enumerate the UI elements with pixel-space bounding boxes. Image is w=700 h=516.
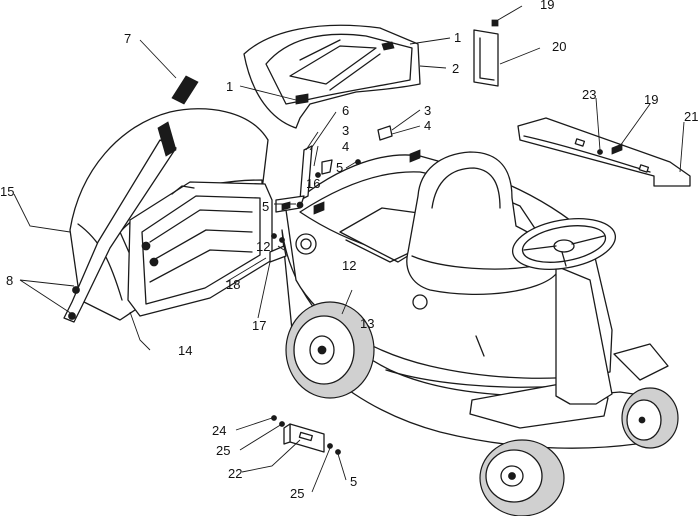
callout-2: 2: [452, 61, 459, 76]
wheel-rear-left: [479, 439, 565, 516]
callout-4: 4: [342, 139, 349, 154]
callout-3: 3: [342, 123, 349, 138]
callout-21: 21: [684, 109, 698, 124]
callout-13: 13: [360, 316, 374, 331]
bag-handle: [63, 121, 177, 323]
leader-lines: [13, 5, 685, 493]
bag-frame: [127, 181, 273, 317]
callout-8: 8: [6, 273, 13, 288]
callout-23: 23: [582, 87, 596, 102]
callout-12: 12: [342, 258, 356, 273]
callout-1: 1: [226, 79, 233, 94]
plate-20: [473, 19, 499, 87]
callout-17: 17: [252, 318, 266, 333]
callout-5: 5: [336, 160, 343, 175]
callout-25: 25: [290, 486, 304, 501]
wheel-rear-right: [621, 387, 679, 449]
bracket-right: [313, 125, 421, 215]
callout-12: 12: [256, 239, 270, 254]
callout-25: 25: [216, 443, 230, 458]
callout-labels: 1 1 2 3 3 4 4 5 5 5 6 7 8 12 12 13 14 15…: [0, 0, 698, 501]
callout-19: 19: [644, 92, 658, 107]
discharge-cover: [243, 24, 421, 129]
callout-5: 5: [262, 199, 269, 214]
wheel-front-left: [285, 301, 375, 399]
rear-panel-21: [517, 117, 691, 187]
callout-5: 5: [350, 474, 357, 489]
callout-14: 14: [178, 343, 192, 358]
callout-20: 20: [552, 39, 566, 54]
steering: [511, 218, 617, 405]
callout-18: 18: [226, 277, 240, 292]
handle-grip: [171, 75, 199, 105]
callout-16: 16: [306, 176, 320, 191]
callout-7: 7: [124, 31, 131, 46]
callout-24: 24: [212, 423, 226, 438]
callout-22: 22: [228, 466, 242, 481]
callout-19: 19: [540, 0, 554, 12]
callout-3: 3: [424, 103, 431, 118]
callout-6: 6: [342, 103, 349, 118]
callout-4: 4: [424, 118, 431, 133]
callout-1: 1: [454, 30, 461, 45]
callout-15: 15: [0, 184, 14, 199]
bracket-22: [271, 415, 341, 455]
